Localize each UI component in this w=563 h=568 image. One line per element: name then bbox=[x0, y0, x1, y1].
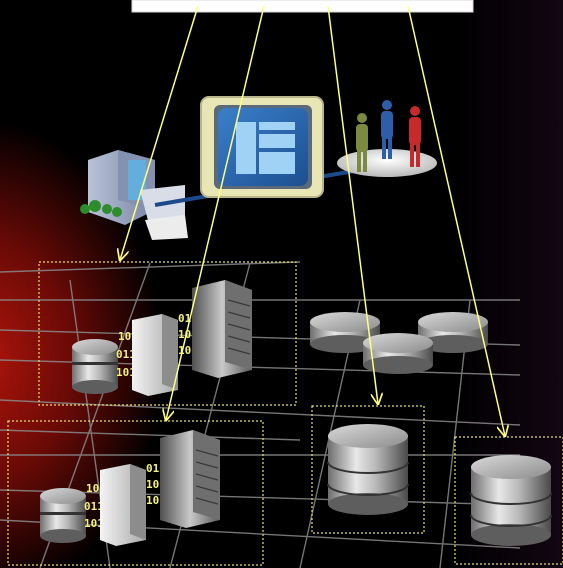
server-icon bbox=[160, 430, 220, 528]
users-icon bbox=[337, 100, 437, 177]
database-icon bbox=[40, 488, 86, 543]
arrow-to-top-left-cluster bbox=[120, 5, 199, 260]
arrow-to-bottom-center-cluster bbox=[327, 5, 378, 404]
database-icon bbox=[310, 312, 380, 353]
database-icon bbox=[418, 312, 488, 353]
arrow-to-bottom-left-cluster bbox=[166, 5, 265, 420]
portal-screen-icon bbox=[200, 96, 324, 198]
connector-arrows bbox=[120, 5, 505, 436]
server-icon bbox=[100, 464, 146, 546]
top-label-box bbox=[131, 0, 474, 13]
database-icon bbox=[363, 333, 433, 374]
server-icon bbox=[192, 280, 252, 378]
cluster-box-top-left bbox=[38, 261, 297, 406]
cluster-box-bottom-left bbox=[7, 420, 264, 566]
database-icon bbox=[470, 455, 552, 546]
arrow-to-bottom-right-cluster bbox=[407, 5, 505, 436]
server-icon bbox=[132, 314, 178, 396]
cluster-top-left: 10101 01101 10111 01010 10111 10110 bbox=[72, 280, 252, 396]
cluster-bottom-left: 10101 01101 10111 01010 10111 10110 bbox=[40, 430, 220, 546]
database-icon bbox=[72, 339, 118, 394]
database-icon bbox=[327, 424, 409, 515]
cluster-box-bottom-center bbox=[311, 405, 425, 534]
